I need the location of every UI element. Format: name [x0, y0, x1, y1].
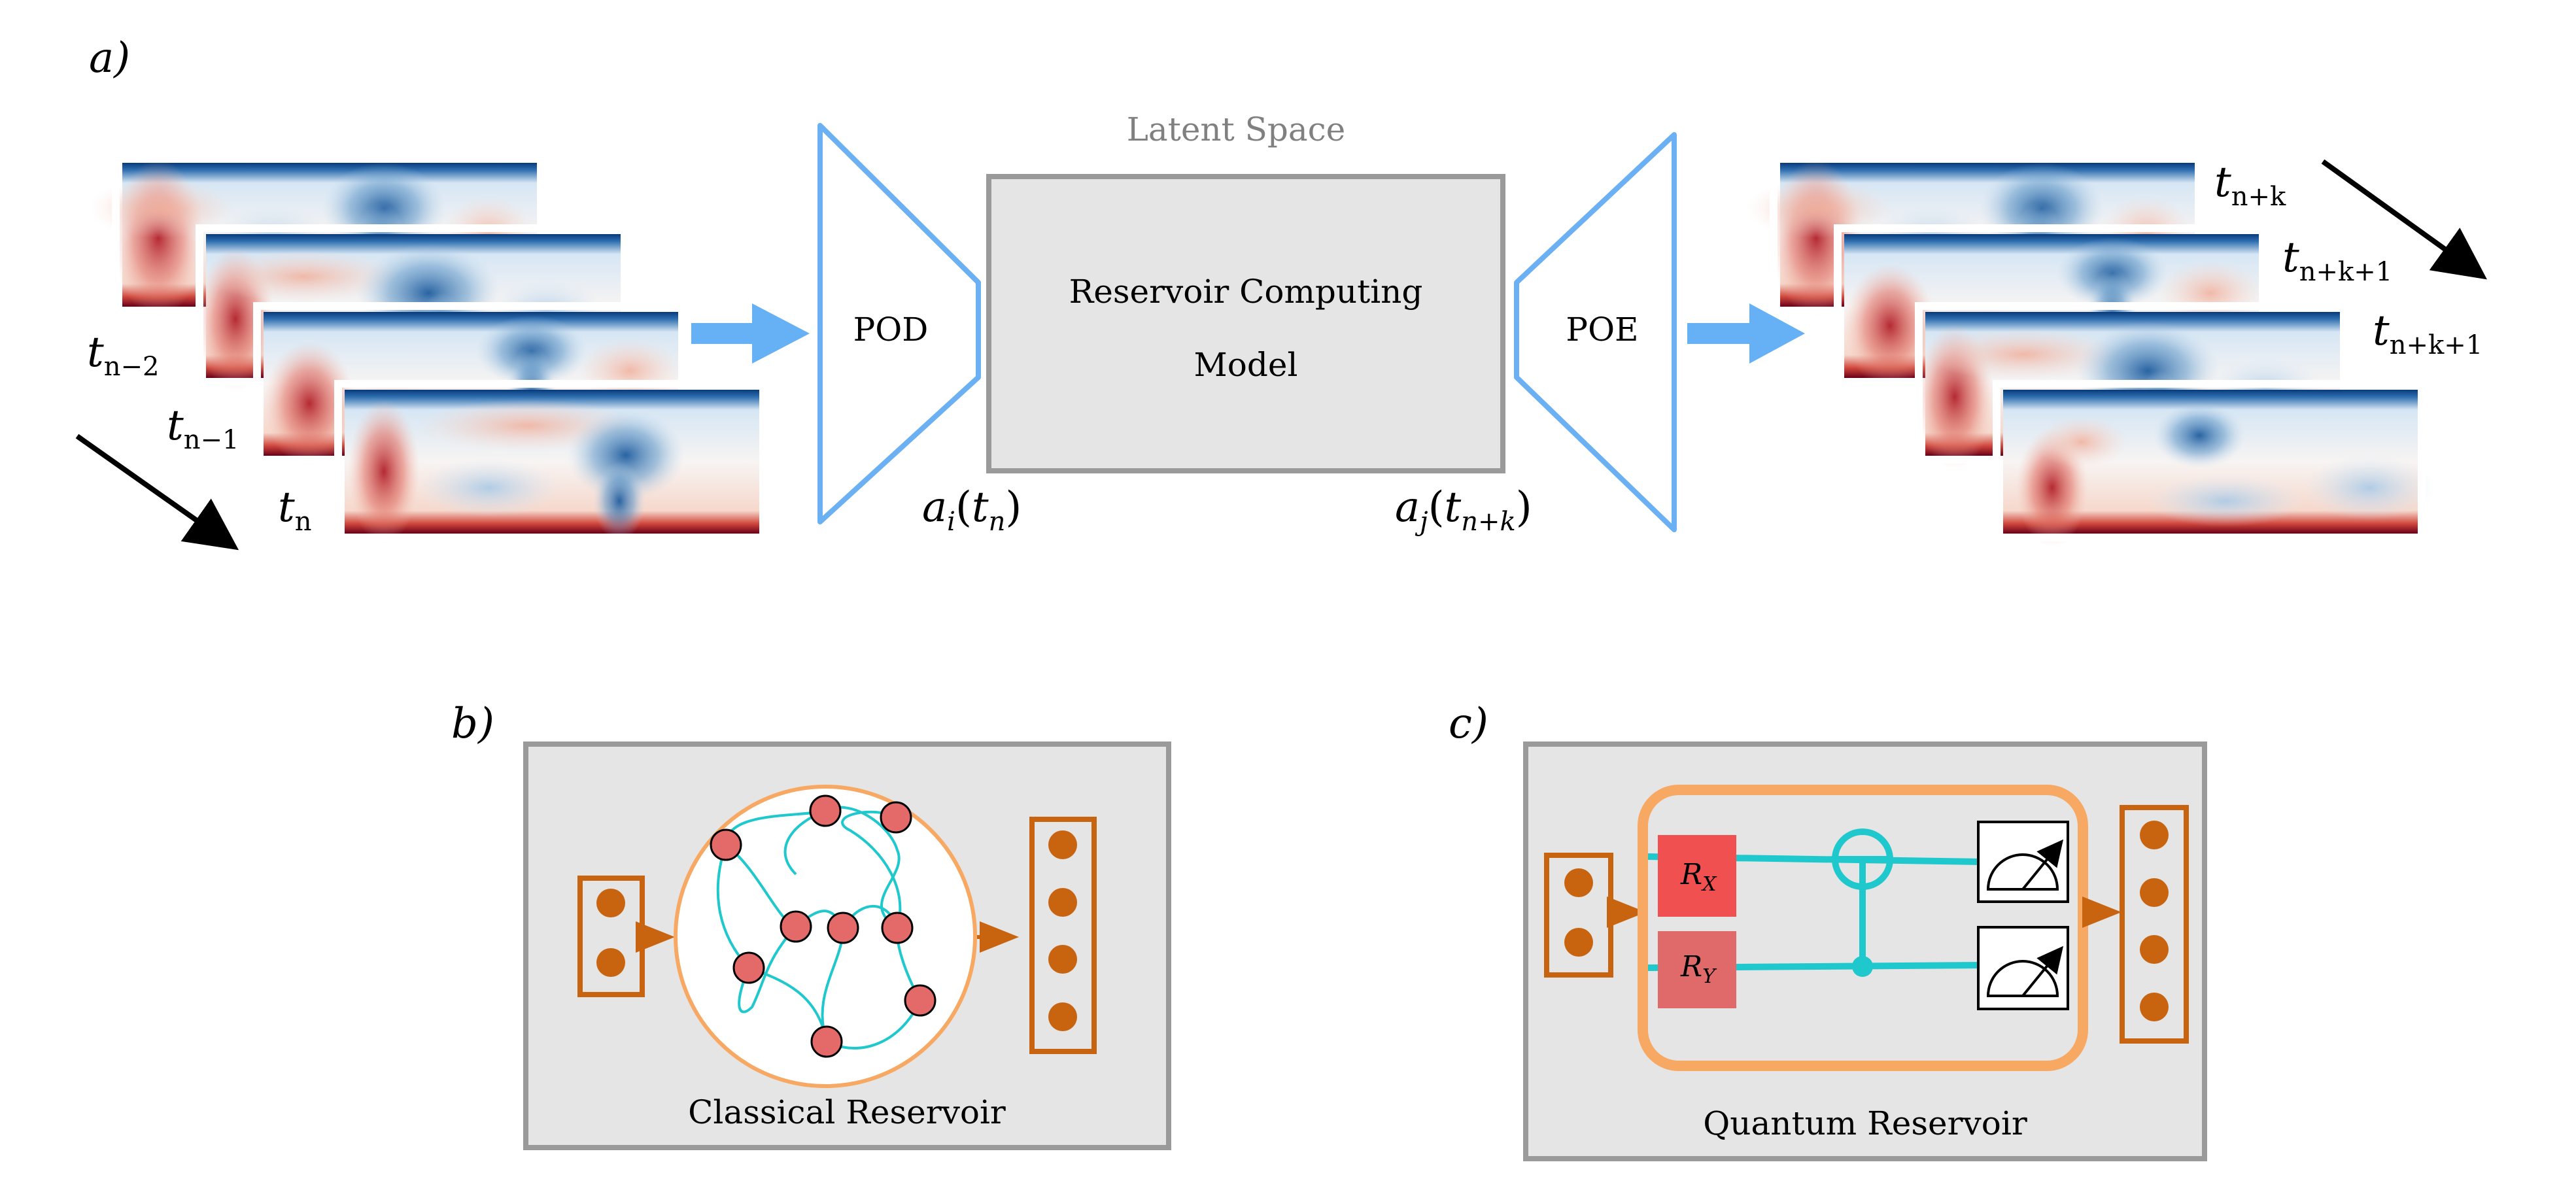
reservoir-node	[809, 794, 842, 827]
reservoir-node	[810, 1025, 843, 1058]
output-node	[2140, 935, 2169, 964]
output-snapshot	[2003, 390, 2435, 547]
ry-gate	[1658, 931, 1736, 1008]
input-snapshot-stack	[90, 153, 767, 543]
time-label-tn+k: tn+k	[2214, 158, 2286, 212]
input-node	[1564, 868, 1593, 897]
pod-encoder	[817, 123, 981, 524]
reservoir-node	[904, 984, 936, 1017]
reservoir-node	[880, 801, 912, 834]
output-node	[1048, 1002, 1077, 1031]
panel-c-label: c)	[1449, 700, 1488, 748]
time-label-tn: tn	[278, 483, 311, 537]
output-node	[2140, 878, 2169, 907]
output-node	[1048, 830, 1077, 859]
time-direction-arrow-right	[2321, 159, 2487, 280]
input-node	[596, 948, 625, 977]
reservoir-circle	[674, 785, 977, 1088]
poe-label: POE	[1566, 311, 1638, 349]
output-node	[1048, 888, 1077, 917]
time-label-tn-1: tn−1	[167, 401, 239, 455]
panel-b-label: b)	[451, 700, 494, 748]
output-node	[2140, 821, 2169, 849]
latent-space-label: Latent Space	[1127, 111, 1346, 148]
rx-gate	[1658, 835, 1736, 917]
output-node	[2140, 993, 2169, 1021]
quantum-output-vector	[2120, 805, 2189, 1044]
quantum-circuit-boundary	[1638, 785, 2088, 1071]
input-node	[1564, 928, 1593, 957]
reservoir-node	[881, 912, 914, 944]
poe-decoder	[1514, 132, 1677, 532]
measurement-icon	[1977, 821, 2069, 903]
quantum-reservoir-label: Quantum Reservoir	[1703, 1104, 2027, 1142]
arrow-from-decoder	[1687, 303, 1805, 364]
output-coefficient-label: aj(tn+k)	[1395, 483, 1532, 537]
input-coefficient-label: ai(tn)	[922, 483, 1022, 537]
measurement-icon	[1977, 926, 2069, 1010]
reservoir-node	[710, 828, 742, 861]
ry-gate-label: RY	[1680, 950, 1717, 988]
reservoir-model-box	[986, 174, 1505, 473]
cnot-control	[1852, 956, 1873, 977]
classical-reservoir-label: Classical Reservoir	[688, 1093, 1006, 1131]
input-node	[596, 889, 625, 917]
reservoir-node	[732, 951, 765, 984]
time-direction-arrow-left	[75, 434, 239, 551]
model-label-line2: Model	[1194, 346, 1298, 384]
output-node	[1048, 945, 1077, 974]
reservoir-node	[827, 912, 859, 944]
time-label-tn-2: tn−2	[87, 328, 159, 382]
pod-label: POD	[853, 311, 929, 349]
model-label-line1: Reservoir Computing	[1069, 273, 1423, 311]
panel-a-label: a)	[89, 34, 130, 82]
arrow-to-encoder	[691, 303, 810, 364]
time-label-tn+k+1-a: tn+k+1	[2282, 233, 2392, 287]
rx-gate-label: RX	[1680, 858, 1717, 896]
classical-output-vector	[1029, 817, 1097, 1054]
reservoir-node	[780, 910, 812, 943]
time-label-tn+k+1-b: tn+k+1	[2373, 307, 2482, 360]
input-snapshot	[345, 390, 763, 543]
reservoir-nodes	[710, 794, 936, 1058]
output-snapshot-stack	[1747, 153, 2435, 547]
